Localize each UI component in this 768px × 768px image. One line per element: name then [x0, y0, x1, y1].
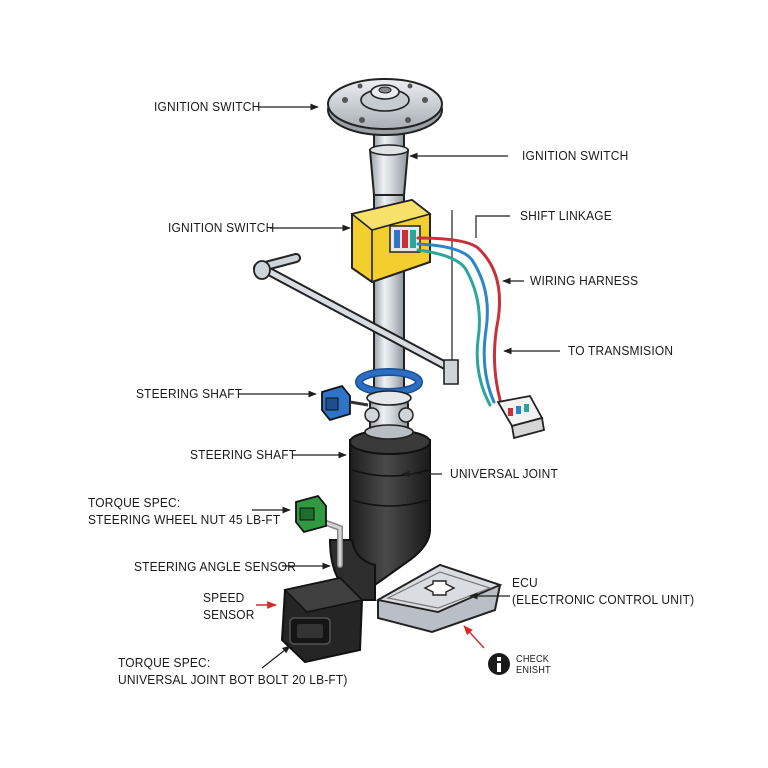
- ecu-description: (ELECTRONIC CONTROL UNIT): [512, 592, 695, 607]
- label-torque-spec-steering-wheel-nut: TORQUE SPEC: STEERING WHEEL NUT 45 LB-FT: [88, 494, 280, 528]
- check-engine-line1: CHECK: [516, 654, 550, 665]
- label-steering-angle-sensor: STEERING ANGLE SENSOR: [134, 559, 297, 574]
- torque-spec-1-value: STEERING WHEEL NUT 45 LB-FT: [88, 512, 281, 527]
- label-ignition-switch-top: IGNITION SWITCH: [154, 99, 261, 114]
- steering-angle-sensor-connector: [295, 494, 327, 534]
- shift-lever: [253, 210, 459, 385]
- label-ecu: ECU (ELECTRONIC CONTROL UNIT): [512, 574, 694, 608]
- leader-shift-linkage: [475, 215, 510, 238]
- speed-sensor-line1: SPEED: [203, 590, 245, 605]
- label-wiring-harness: WIRING HARNESS: [530, 273, 639, 288]
- steering-hub-flange: [327, 78, 443, 136]
- label-ignition-switch-right: IGNITION SWITCH: [522, 148, 629, 163]
- ecu-heading: ECU: [512, 575, 538, 590]
- speed-sensor-line2: SENSOR: [203, 607, 255, 622]
- check-engine-icon: [488, 653, 510, 675]
- label-universal-joint: UNIVERSAL JOINT: [450, 466, 558, 481]
- torque-spec-1-heading: TORQUE SPEC:: [88, 495, 181, 510]
- label-steering-shaft-upper: STEERING SHAFT: [136, 386, 243, 401]
- harness-end-connector: [496, 394, 546, 440]
- check-engine-line2: ENISHT: [516, 665, 551, 676]
- ecu-module: [375, 563, 503, 634]
- speed-sensor-connector: [280, 576, 364, 664]
- torque-spec-2-value: UNIVERSAL JOINT BOT BOLT 20 LB-FT): [118, 672, 348, 687]
- label-shift-linkage: SHIFT LINKAGE: [520, 208, 612, 223]
- label-speed-sensor: SPEED SENSOR: [203, 589, 255, 623]
- leader-lines: [238, 103, 560, 669]
- label-check-engine: CHECK ENISHT: [516, 654, 551, 676]
- wiring-harness: [416, 236, 502, 407]
- steering-shaft-sensor-connector: [321, 384, 369, 422]
- label-ignition-switch-left: IGNITION SWITCH: [168, 220, 275, 235]
- leader-check-engine: [463, 625, 485, 649]
- leader-torque-spec-2: [261, 645, 291, 669]
- label-to-transmision: TO TRANSMISION: [568, 343, 674, 358]
- label-torque-spec-universal-joint-bolt: TORQUE SPEC: UNIVERSAL JOINT BOT BOLT 20…: [118, 654, 348, 688]
- torque-spec-2-heading: TORQUE SPEC:: [118, 655, 211, 670]
- universal-joint: [364, 390, 414, 440]
- leader-lines-red: [256, 601, 485, 649]
- ignition-switch-bracket: [350, 198, 432, 284]
- label-steering-shaft-lower: STEERING SHAFT: [190, 447, 297, 462]
